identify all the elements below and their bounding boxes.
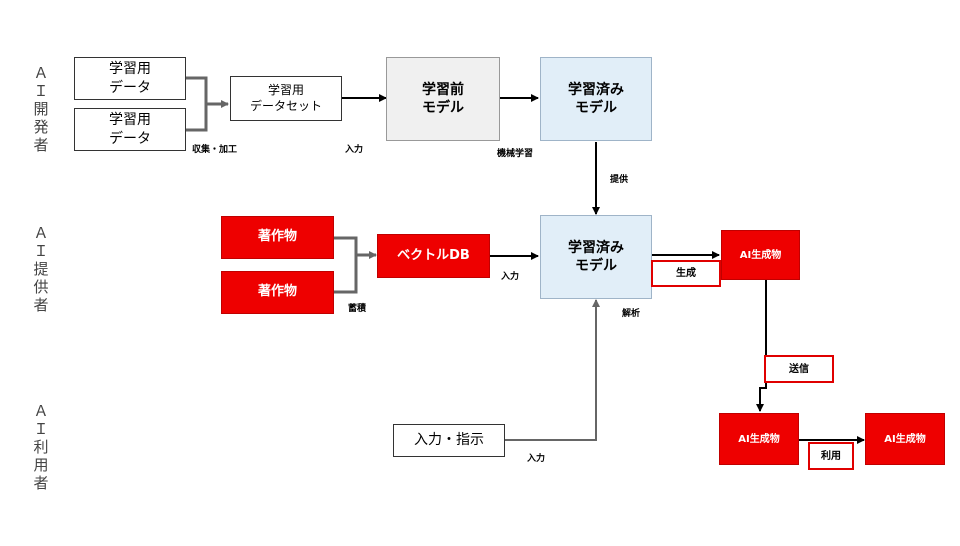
node-trained-model-developer: 学習済み モデル [540, 57, 652, 141]
node-copyrighted-work-1: 著作物 [221, 216, 334, 259]
node-vector-db: ベクトルDB [377, 234, 490, 278]
merge-connector-training-data [186, 76, 228, 132]
node-trained-model-provider: 学習済み モデル [540, 215, 652, 299]
node-training-data-2: 学習用 データ [74, 108, 186, 151]
arrow-input-to-model [505, 299, 600, 441]
node-pre-model: 学習前 モデル [386, 57, 500, 141]
arrow-send [756, 280, 767, 412]
node-ai-output-3: AI生成物 [865, 413, 945, 465]
merge-connector-works [334, 236, 376, 294]
node-input-instruction: 入力・指示 [393, 424, 505, 457]
node-ai-output-2: AI生成物 [719, 413, 799, 465]
label-analyze: 解析 [622, 309, 641, 319]
label-input-1: 入力 [345, 145, 364, 155]
label-input-3: 入力 [527, 454, 546, 464]
label-use: 利用 [808, 442, 854, 470]
actor-ai-provider: ＡＩ提供者 [33, 224, 49, 314]
label-input-2: 入力 [501, 272, 520, 282]
node-ai-output-1: AI生成物 [721, 230, 800, 280]
label-accumulate: 蓄積 [348, 304, 367, 314]
label-generate: 生成 [651, 260, 721, 287]
actor-ai-developer: ＡＩ開発者 [33, 64, 49, 154]
label-send: 送信 [764, 355, 834, 383]
label-collect-process: 収集・加工 [192, 145, 238, 155]
node-training-data-1: 学習用 データ [74, 57, 186, 100]
label-machine-learning: 機械学習 [497, 149, 534, 159]
node-copyrighted-work-2: 著作物 [221, 271, 334, 314]
actor-ai-user: ＡＩ利用者 [33, 402, 49, 492]
node-training-dataset: 学習用 データセット [230, 76, 342, 121]
label-provide: 提供 [610, 175, 629, 185]
